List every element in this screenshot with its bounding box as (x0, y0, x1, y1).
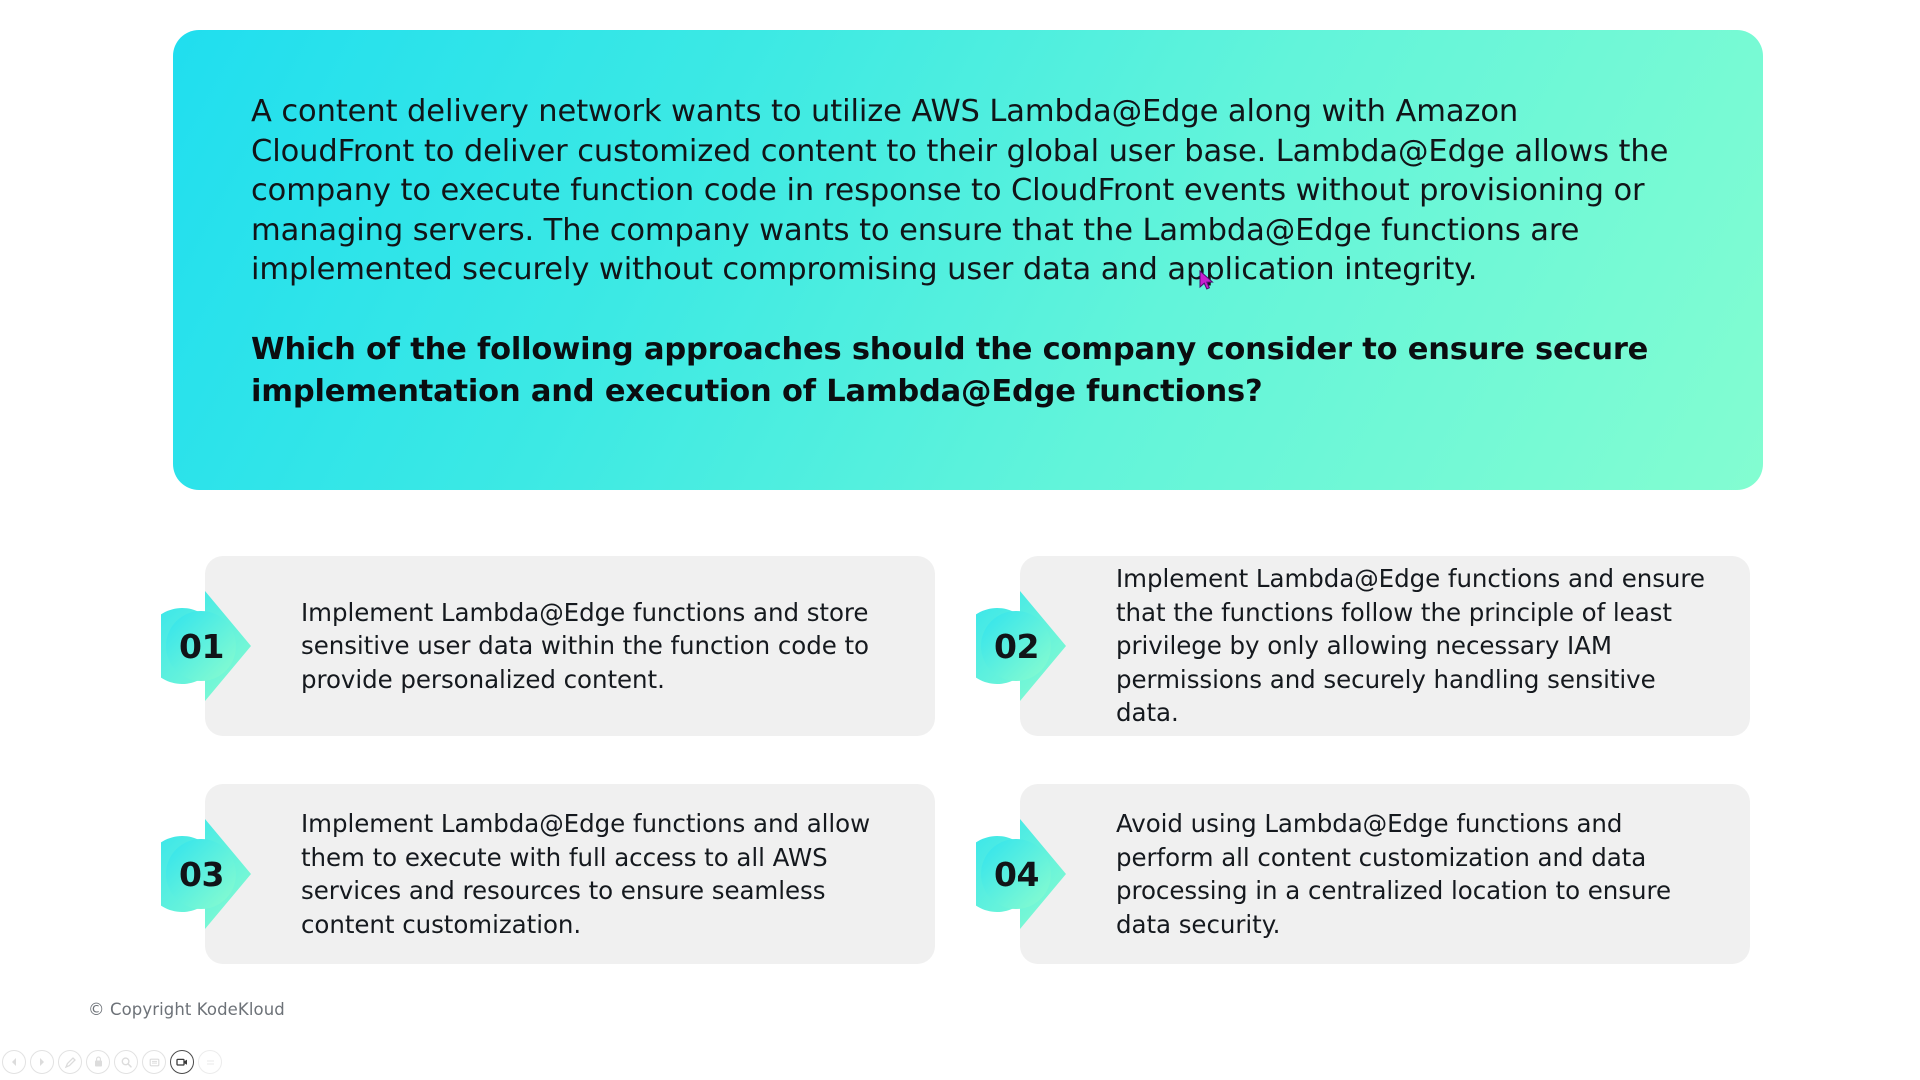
badge-arrow-shape-icon (976, 591, 1066, 701)
option-number-04: 04 (994, 854, 1039, 894)
option-number-02: 02 (994, 626, 1039, 666)
option-badge-02: 02 (976, 587, 1068, 705)
option-number-01: 01 (179, 626, 224, 666)
option-text-03: Implement Lambda@Edge functions and allo… (301, 809, 871, 939)
question-panel: A content delivery network wants to util… (173, 30, 1763, 490)
option-card-04[interactable]: 04 Avoid using Lambda@Edge functions and… (976, 784, 1750, 964)
magnifier-button[interactable] (114, 1050, 138, 1074)
previous-slide-button[interactable] (2, 1050, 26, 1074)
option-card-01[interactable]: 01 Implement Lambda@Edge functions and s… (161, 556, 935, 736)
option-badge-01: 01 (161, 587, 253, 705)
option-text-01: Implement Lambda@Edge functions and stor… (301, 597, 869, 694)
next-slide-button[interactable] (30, 1050, 54, 1074)
option-text-04: Avoid using Lambda@Edge functions and pe… (1116, 809, 1671, 939)
video-camera-icon (176, 1058, 187, 1066)
question-prompt-text: Which of the following approaches should… (251, 331, 1649, 409)
eraser-button[interactable] (86, 1050, 110, 1074)
player-toolbar (2, 1050, 222, 1074)
more-options-button[interactable] (198, 1050, 222, 1074)
badge-arrow-shape-icon (161, 819, 251, 929)
option-text-02: Implement Lambda@Edge functions and ensu… (1116, 564, 1705, 728)
record-video-button[interactable] (170, 1050, 194, 1074)
notes-icon (149, 1058, 159, 1066)
copyright-text: © Copyright KodeKloud (88, 1000, 285, 1019)
option-number-03: 03 (179, 854, 224, 894)
badge-arrow-shape-icon (976, 819, 1066, 929)
question-scenario-text: A content delivery network wants to util… (251, 94, 1669, 287)
previous-slide-icon (12, 1058, 16, 1066)
option-badge-04: 04 (976, 815, 1068, 933)
notes-button[interactable] (142, 1050, 166, 1074)
pen-icon (64, 1056, 76, 1068)
next-slide-icon (40, 1058, 44, 1066)
option-card-03[interactable]: 03 Implement Lambda@Edge functions and a… (161, 784, 935, 964)
pen-button[interactable] (58, 1050, 82, 1074)
magnifier-icon (121, 1056, 132, 1068)
badge-arrow-shape-icon (161, 591, 251, 701)
option-badge-03: 03 (161, 815, 253, 933)
option-card-02[interactable]: 02 Implement Lambda@Edge functions and e… (976, 556, 1750, 736)
eraser-icon (94, 1056, 102, 1066)
options-grid: 01 Implement Lambda@Edge functions and s… (161, 556, 1750, 964)
more-options-icon (206, 1059, 214, 1065)
